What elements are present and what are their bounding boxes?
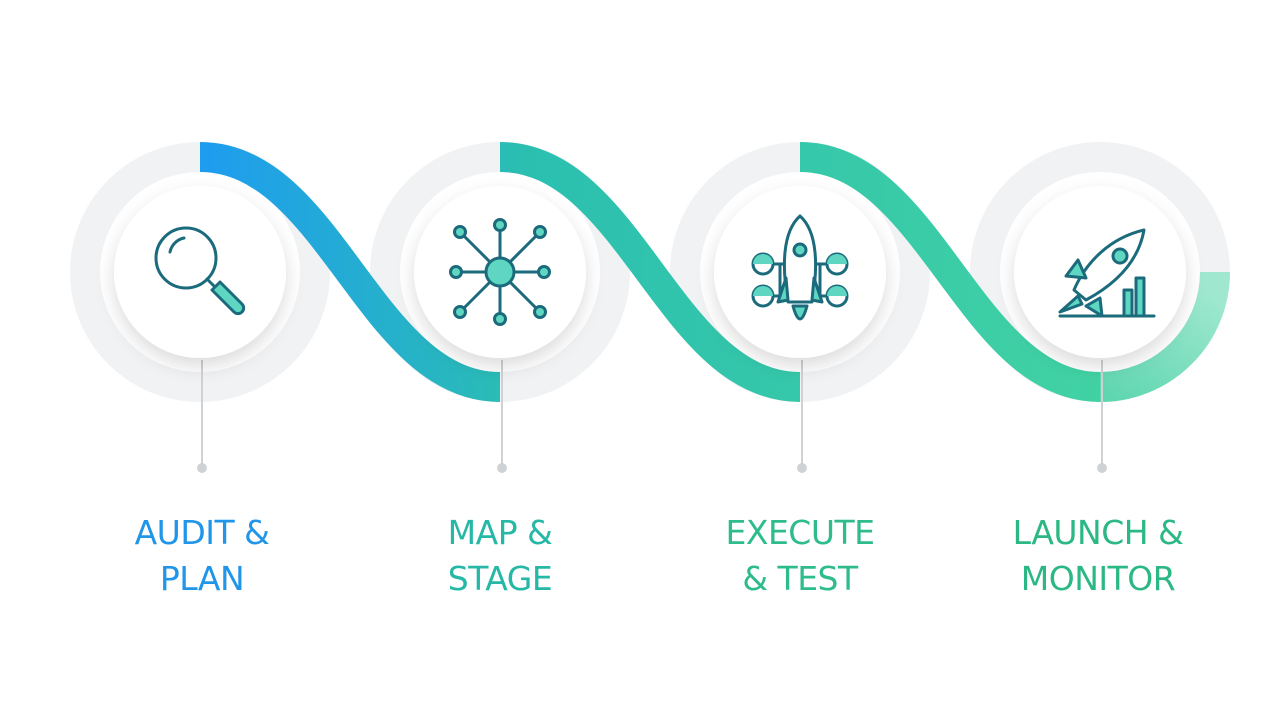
- step-4-line-2: MONITOR: [1020, 559, 1176, 598]
- connector-dots: [197, 463, 1107, 473]
- step-1-line-1: AUDIT &: [134, 513, 270, 552]
- step-label-1: AUDIT & PLAN: [82, 510, 322, 602]
- step-label-2: MAP & STAGE: [380, 510, 620, 602]
- step-3-line-1: EXECUTE: [725, 513, 875, 552]
- network-hub-icon: [449, 218, 551, 326]
- step-label-4: LAUNCH & MONITOR: [978, 510, 1218, 602]
- connectors: [201, 360, 1103, 466]
- step-2-line-2: STAGE: [447, 559, 553, 598]
- step-4-line-1: LAUNCH &: [1012, 513, 1184, 552]
- rocket-launch-chart-icon: [1058, 228, 1156, 318]
- step-label-3: EXECUTE & TEST: [680, 510, 920, 602]
- magnifier-icon: [154, 226, 246, 316]
- step-3-line-2: & TEST: [742, 559, 858, 598]
- process-ribbon: [199, 142, 1101, 402]
- ribbon-tail: [1099, 271, 1230, 402]
- step-1-line-2: PLAN: [159, 559, 245, 598]
- step-2-line-1: MAP &: [447, 513, 553, 552]
- rocket-nodes-icon: [751, 214, 849, 321]
